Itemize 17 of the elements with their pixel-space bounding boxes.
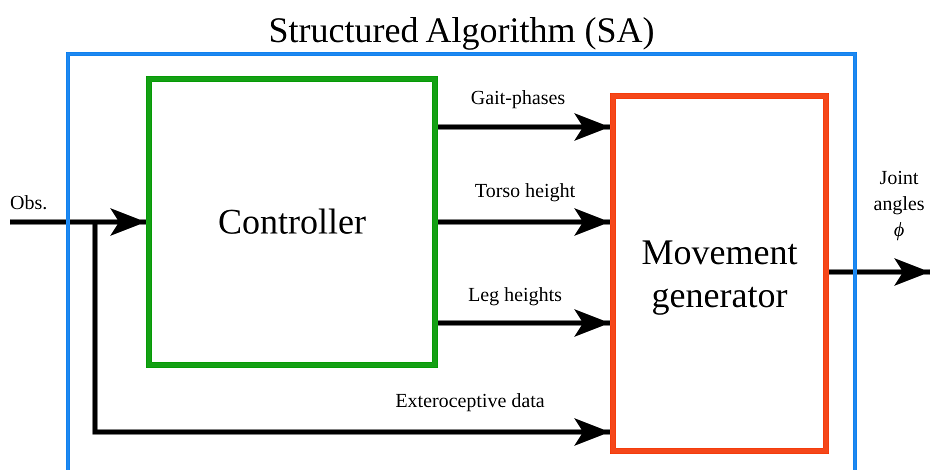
arrow — [438, 208, 610, 236]
arrow — [438, 309, 610, 337]
frame-title: Structured Algorithm (SA) — [268, 9, 656, 52]
edge-label: Obs. — [10, 192, 48, 215]
arrow — [92, 222, 610, 446]
arrow — [10, 208, 146, 236]
edge-label: Torso height — [474, 180, 576, 203]
edge-label: Leg heights — [468, 284, 562, 307]
edge-label: Gait-phases — [470, 87, 566, 110]
block-label: Controller — [217, 200, 367, 244]
block-box — [610, 93, 829, 454]
block-label: Movement generator — [640, 230, 798, 317]
edge-label: Joint angles ϕ — [872, 166, 926, 243]
block-box — [146, 76, 438, 368]
arrow — [438, 113, 610, 141]
edge-label: Exteroceptive data — [395, 390, 545, 413]
arrow — [829, 258, 930, 286]
